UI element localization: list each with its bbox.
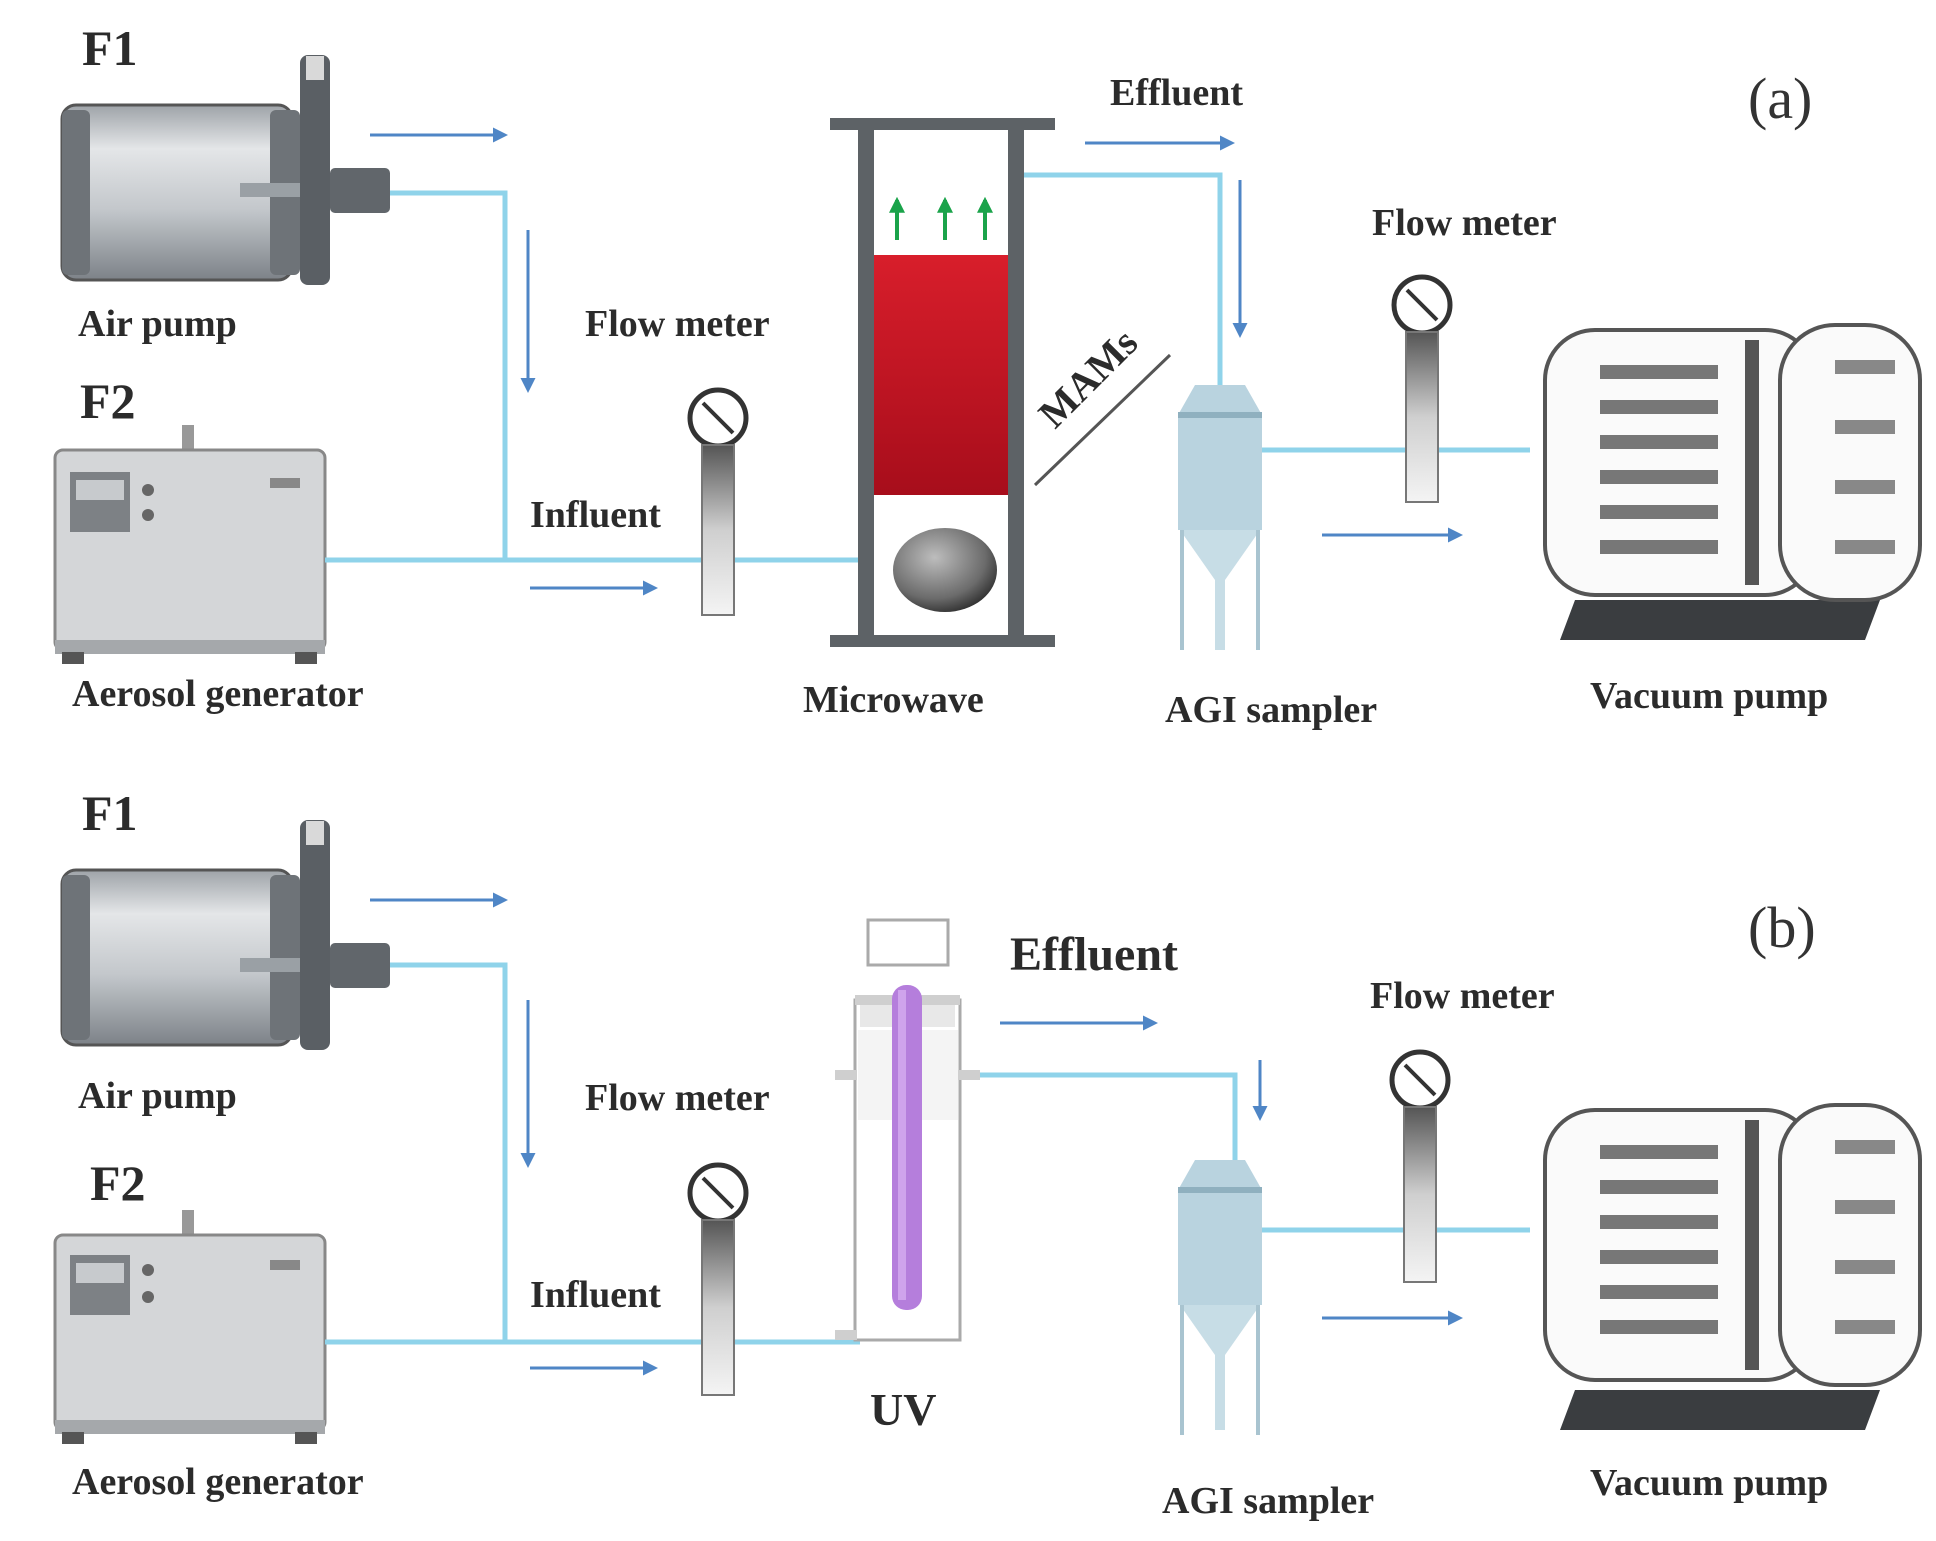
vacuum-pump-a: [1543, 323, 1922, 640]
flow-meter-out-label-a: Flow meter: [1372, 202, 1557, 244]
aerosol-generator-label-a: Aerosol generator: [72, 673, 364, 715]
agi-sampler-label-b: AGI sampler: [1162, 1480, 1374, 1522]
f1-label-a: F1: [82, 20, 138, 76]
agi-sampler-label-a: AGI sampler: [1165, 689, 1377, 731]
mams-label: MAMs: [1030, 320, 1147, 437]
panel-b: (b) F1 Air pump F2 Aerosol genera: [53, 785, 1922, 1522]
air-pump-b: [60, 820, 390, 1050]
agi-sampler-a: [1178, 385, 1262, 650]
aerosol-generator-b: [53, 1210, 327, 1444]
panel-b-tag: (b): [1748, 895, 1816, 960]
panel-a: (a) F1 Air pump F2 Aerosol genera: [53, 20, 1922, 731]
flow-meter-out-label-b: Flow meter: [1370, 975, 1555, 1017]
microwave-reactor: [830, 118, 1172, 647]
flow-meter-in-a: [687, 387, 749, 616]
flow-meter-out-a: [1391, 274, 1453, 503]
air-pump-label-a: Air pump: [78, 303, 237, 345]
panel-a-tag: (a): [1748, 66, 1812, 131]
aerosol-generator-label-b: Aerosol generator: [72, 1461, 364, 1503]
f2-label-b: F2: [90, 1155, 146, 1211]
microwave-label: Microwave: [803, 679, 984, 721]
aerosol-generator-a: [53, 425, 327, 664]
uv-label: UV: [870, 1384, 936, 1435]
air-pump-a: [60, 55, 390, 285]
effluent-label-a: Effluent: [1110, 72, 1243, 114]
vacuum-pump-label-b: Vacuum pump: [1590, 1462, 1828, 1504]
uv-reactor: [835, 918, 980, 1342]
pipe-air-pump-a: [390, 190, 508, 560]
flow-meter-in-label-b: Flow meter: [585, 1077, 770, 1119]
agi-sampler-b: [1178, 1160, 1262, 1435]
influent-label-a: Influent: [530, 494, 661, 536]
air-pump-label-b: Air pump: [78, 1075, 237, 1117]
pipe-effluent-a: [1024, 172, 1223, 385]
vacuum-pump-label-a: Vacuum pump: [1590, 675, 1828, 717]
f1-label-b: F1: [82, 785, 138, 841]
influent-label-b: Influent: [530, 1274, 661, 1316]
pipe-effluent-b: [980, 1072, 1238, 1162]
vacuum-pump-b: [1543, 1103, 1922, 1430]
pipe-air-pump-b: [390, 962, 508, 1342]
flow-meter-in-b: [687, 1162, 749, 1396]
f2-label-a: F2: [80, 373, 136, 429]
flow-meter-out-b: [1389, 1049, 1451, 1283]
effluent-label-b: Effluent: [1010, 928, 1178, 981]
flow-meter-in-label-a: Flow meter: [585, 303, 770, 345]
